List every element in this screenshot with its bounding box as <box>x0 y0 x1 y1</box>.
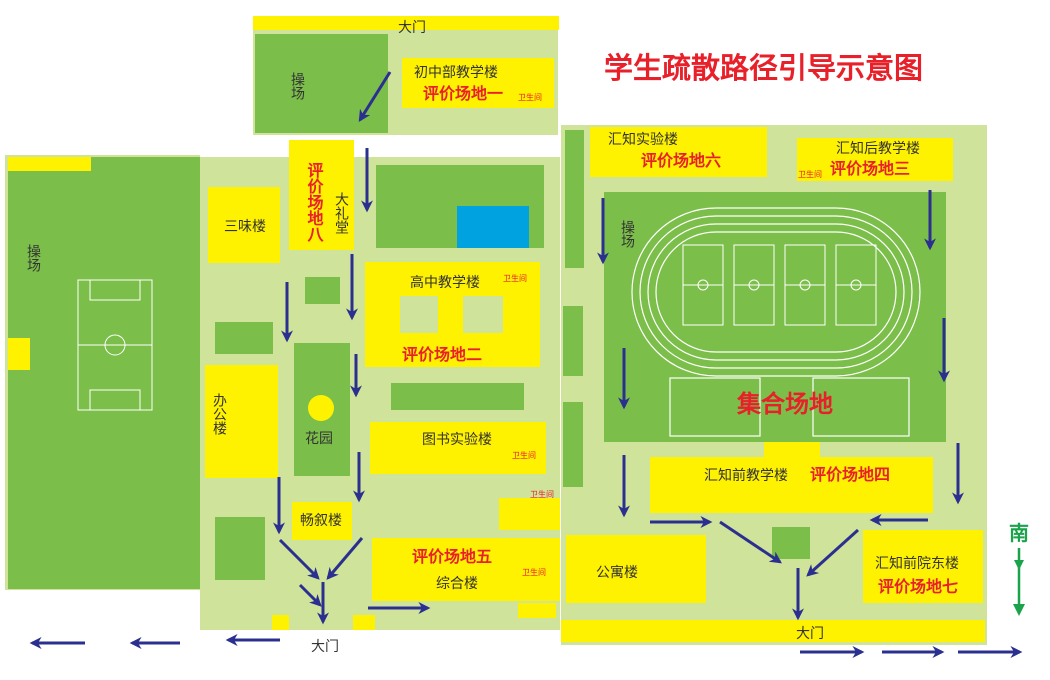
high-school-label: 高中教学楼 <box>410 274 480 291</box>
huizhi-rear-building <box>797 138 953 181</box>
comprehensive-building <box>372 538 560 601</box>
comprehensive-label: 综合楼 <box>436 576 478 592</box>
gate-bottom-left-label: 大门 <box>311 639 339 655</box>
sanwei-building <box>208 187 280 263</box>
junior-high-label: 初中部教学楼 <box>414 64 498 81</box>
library-lab-building <box>370 422 546 474</box>
venue-8-label: 评价场地八 <box>305 162 325 242</box>
huizhi-lab-building <box>590 127 767 177</box>
auditorium-building <box>289 140 354 250</box>
toilet-label-3: 卫生间 <box>512 450 536 460</box>
venue-7-label: 评价场地七 <box>878 577 958 596</box>
gate-bottom-right-label: 大门 <box>796 626 824 642</box>
small-toilet-building <box>499 498 560 530</box>
venue-3-label: 评价场地三 <box>830 159 910 178</box>
apartment-building <box>566 535 706 603</box>
venue-1-label: 评价场地一 <box>423 84 503 103</box>
compass-arrow-icon <box>1013 604 1025 616</box>
gate-bottom-right-bar <box>561 620 985 642</box>
garden-label: 花园 <box>305 431 333 447</box>
playground-top-label: 操场 <box>289 72 305 101</box>
compass-label: 南 <box>1009 521 1029 545</box>
left-field-bar <box>8 157 91 171</box>
changxu-label: 畅叙楼 <box>300 512 342 529</box>
huizhi-east-label: 汇知前院东楼 <box>875 555 959 572</box>
venue-2-label: 评价场地二 <box>402 345 482 364</box>
running-track <box>631 207 921 437</box>
high-school-building <box>365 262 540 367</box>
office-label: 办公楼 <box>211 393 227 435</box>
venue-6-label: 评价场地六 <box>641 151 721 170</box>
huizhi-front-label: 汇知前教学楼 <box>704 467 788 484</box>
soccer-pitch <box>77 279 153 411</box>
gate-top-label: 大门 <box>398 20 426 36</box>
buildings <box>8 16 985 642</box>
gate-post-right <box>353 615 375 630</box>
huizhi-rear-label: 汇知后教学楼 <box>836 140 920 157</box>
garden-fountain <box>308 395 334 421</box>
auditorium-label: 大礼堂 <box>333 192 349 234</box>
south-compass: 南 <box>1009 521 1029 616</box>
assembly-area-label: 集合场地 <box>736 390 833 418</box>
huizhi-lab-label: 汇知实验楼 <box>608 131 678 148</box>
toilet-label-1: 卫生间 <box>518 92 542 102</box>
gate-post-left <box>272 615 289 630</box>
gate-post-mid <box>518 603 556 618</box>
map-title: 学生疏散路径引导示意图 <box>604 51 923 85</box>
library-lab-label: 图书实验楼 <box>422 432 492 448</box>
toilet-label-5: 卫生间 <box>522 567 546 577</box>
huizhi-east-building <box>863 530 983 603</box>
high-school-court <box>400 296 503 333</box>
playground-left-label: 操场 <box>25 244 41 273</box>
toilet-label-4: 卫生间 <box>530 489 554 499</box>
left-field-stand <box>8 338 30 370</box>
venue-5-label: 评价场地五 <box>412 547 492 566</box>
junior-high-building <box>402 58 554 108</box>
sanwei-label: 三味楼 <box>224 219 266 235</box>
apartment-label: 公寓楼 <box>596 564 638 581</box>
basketball-courts <box>682 244 877 326</box>
huizhi-front-building <box>650 457 933 513</box>
evacuation-arrows <box>29 71 1023 658</box>
office-building <box>205 365 278 478</box>
pool <box>457 206 529 248</box>
huizhi-front-connector <box>764 442 820 458</box>
gate-top-bar <box>253 16 559 30</box>
playground-track-label: 操场 <box>619 220 635 249</box>
toilet-label-2: 卫生间 <box>503 273 527 283</box>
changxu-building <box>292 502 352 540</box>
toilet-label-6: 卫生间 <box>798 169 822 179</box>
venue-4-label: 评价场地四 <box>810 465 890 484</box>
